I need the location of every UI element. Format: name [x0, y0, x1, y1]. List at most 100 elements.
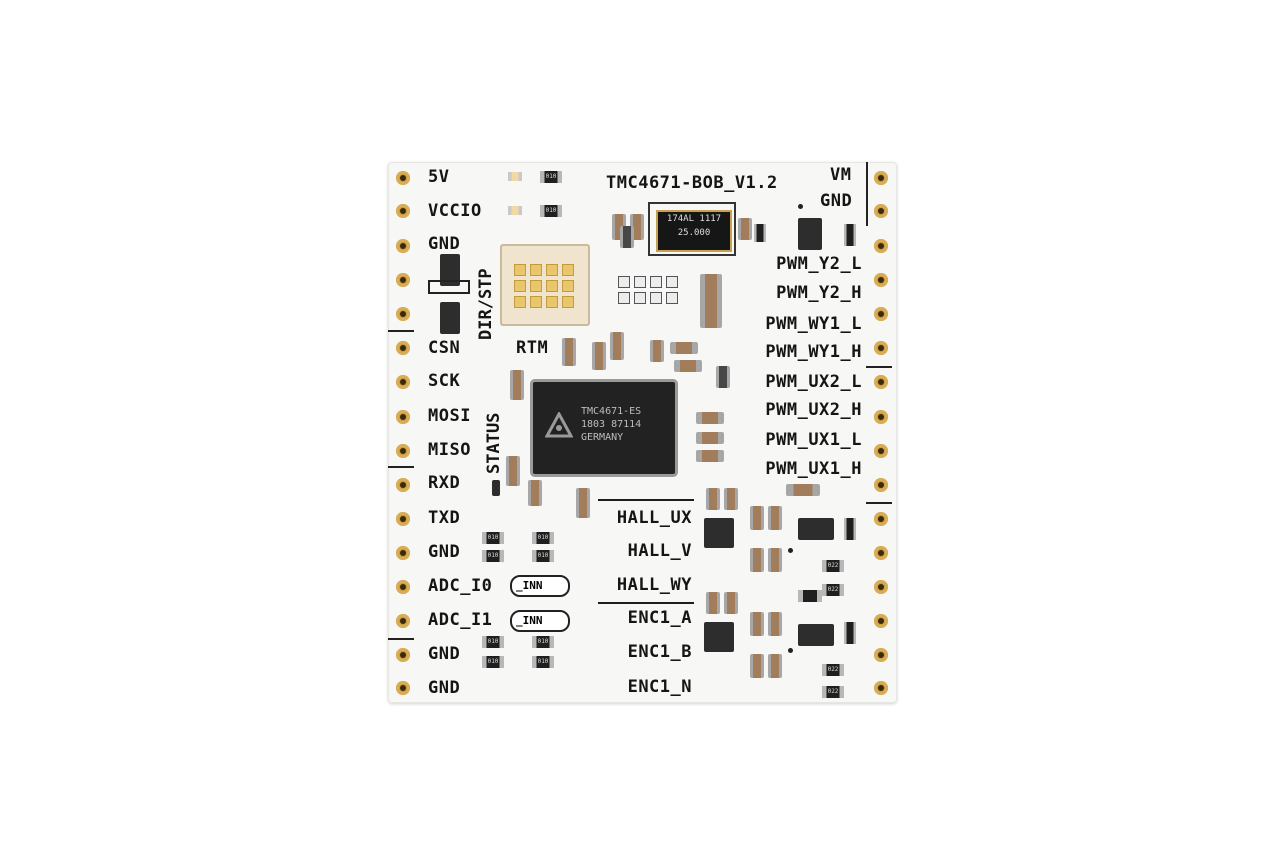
capacitor	[706, 488, 720, 510]
label-enc1-n: ENC1_N	[627, 677, 692, 697]
header-pin	[874, 204, 888, 218]
crystal-frequency: 25.000	[677, 228, 711, 238]
resistor	[844, 224, 856, 246]
test-pad	[650, 276, 662, 288]
adc-i1-inn-jumper: _INN	[510, 610, 570, 632]
resistor: 022	[822, 560, 844, 572]
header-pin	[396, 171, 410, 185]
pin-label-sck: SCK	[428, 371, 461, 391]
capacitor	[768, 548, 782, 572]
connector-pin	[562, 264, 574, 276]
pin-label-pwm-y2-h: PWM_Y2_H	[776, 283, 862, 303]
pcb-board: TMC4671-BOB_V1.2	[388, 162, 897, 703]
label-hall-v: HALL_V	[627, 541, 692, 561]
pin-label-pwm-wy1-h: PWM_WY1_H	[765, 342, 862, 362]
capacitor	[696, 432, 724, 444]
connector-pin	[530, 264, 542, 276]
resistor	[754, 224, 766, 242]
connector-pin	[562, 296, 574, 308]
header-pin	[874, 410, 888, 424]
label-enc1-b: ENC1_B	[627, 642, 692, 662]
pin-label-adc-i1: ADC_I1	[428, 610, 493, 630]
pin-label-mosi: MOSI	[428, 406, 471, 426]
resistor: 010	[482, 656, 504, 668]
pin-label-pwm-ux2-h: PWM_UX2_H	[765, 400, 862, 420]
label-dir-stp: DIR/STP	[476, 268, 496, 340]
separator-line	[598, 499, 694, 501]
capacitor	[620, 226, 634, 248]
header-pin	[874, 273, 888, 287]
header-pin	[396, 546, 410, 560]
pin-label-pwm-ux2-l: PWM_UX2_L	[765, 372, 862, 392]
capacitor	[768, 612, 782, 636]
capacitor	[706, 592, 720, 614]
hall-buffer-ic	[704, 518, 734, 548]
tvs-diode-v05	[798, 518, 834, 540]
pin1-marker	[788, 548, 793, 553]
capacitor	[650, 340, 664, 362]
resistor: 010	[482, 532, 504, 544]
header-pin	[874, 375, 888, 389]
resistor: 010	[532, 636, 554, 648]
test-pad	[618, 276, 630, 288]
capacitor	[670, 342, 698, 354]
connector-pin	[530, 296, 542, 308]
capacitor	[750, 506, 764, 530]
resistor: 022	[822, 686, 844, 698]
chip-marking-line1: TMC4671-ES	[581, 406, 642, 417]
header-pin	[396, 512, 410, 526]
capacitor	[562, 338, 576, 366]
capacitor	[674, 360, 702, 372]
label-hall-ux: HALL_UX	[616, 508, 692, 528]
transistor-ic	[440, 254, 460, 286]
resistor	[844, 622, 856, 644]
pin-label-gnd: GND	[428, 678, 461, 698]
capacitor	[786, 484, 820, 496]
pin-label-gnd: GND	[428, 542, 461, 562]
silkscreen-outline	[866, 162, 894, 226]
board-title: TMC4671-BOB_V1.2	[606, 173, 778, 193]
header-pin	[874, 614, 888, 628]
pin-label-gnd: GND	[428, 234, 461, 254]
connector-pin	[514, 264, 526, 276]
connector-pin	[514, 296, 526, 308]
tmc4671-chip: TMC4671-ES 1803 87114 GERMANY	[533, 382, 675, 474]
capacitor	[576, 488, 590, 518]
resistor	[844, 518, 856, 540]
header-pin	[396, 648, 410, 662]
header-pin	[874, 478, 888, 492]
header-pin	[874, 546, 888, 560]
silkscreen-outline	[866, 502, 892, 504]
test-pad	[618, 292, 630, 304]
encoder-buffer-ic	[704, 622, 734, 652]
pin-label-pwm-ux1-h: PWM_UX1_H	[765, 459, 862, 479]
resistor: 010	[482, 636, 504, 648]
capacitor	[716, 366, 730, 388]
capacitor	[724, 592, 738, 614]
header-pin	[874, 580, 888, 594]
test-pad	[666, 292, 678, 304]
trinamic-logo-icon	[545, 412, 573, 438]
header-pin	[396, 341, 410, 355]
header-pin	[396, 239, 410, 253]
pin-label-vccio: VCCIO	[428, 201, 482, 221]
chip-marking-line3: GERMANY	[581, 432, 624, 443]
pin-label-pwm-ux1-l: PWM_UX1_L	[765, 430, 862, 450]
connector-pin	[546, 264, 558, 276]
transistor-ic	[440, 302, 460, 334]
pin-label-vm: VM	[830, 165, 852, 185]
connector-pin	[546, 296, 558, 308]
capacitor	[724, 488, 738, 510]
pin-label-pwm-y2-l: PWM_Y2_L	[776, 254, 862, 274]
pin-label-csn: CSN	[428, 338, 461, 358]
capacitor	[510, 370, 524, 400]
header-pin	[396, 375, 410, 389]
capacitor	[528, 480, 542, 506]
rtm-connector	[500, 244, 590, 326]
label-hall-wy: HALL_WY	[616, 575, 692, 595]
pin1-marker	[798, 204, 803, 209]
test-pad	[634, 276, 646, 288]
pin-label-miso: MISO	[428, 440, 471, 460]
crystal-oscillator: 174AL 1117 25.000	[648, 202, 736, 256]
header-pin	[874, 512, 888, 526]
